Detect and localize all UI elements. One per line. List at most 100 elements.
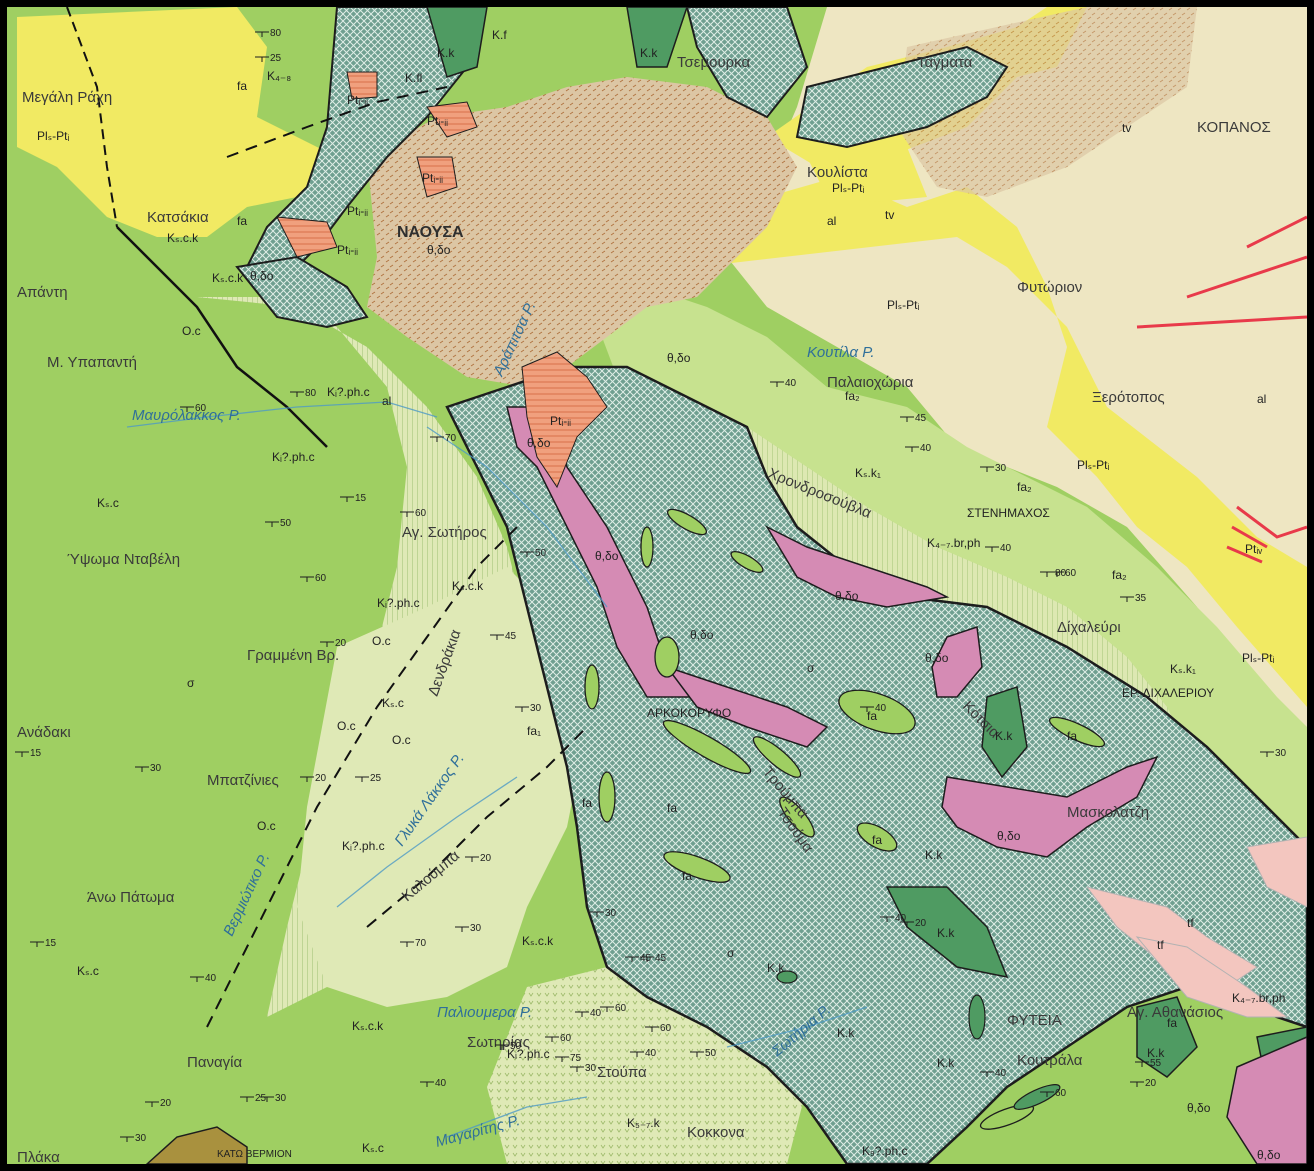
dip-tick: [255, 56, 269, 62]
dip-symbol: 80: [1040, 568, 1067, 579]
unit-oc-5: O.c: [257, 819, 276, 833]
dip-value: 20: [315, 773, 327, 784]
dip-value: 20: [335, 638, 347, 649]
unit-ks-ck-2: Kₛ.c.k: [167, 231, 199, 245]
map-canvas: Μεγάλη Ράχη ΝΑΟΥΣΑ ΚΟΠΑΝΟΣ Φυτώριον Ξερό…: [7, 7, 1307, 1164]
dip-tick: [15, 751, 29, 757]
dip-value: 40: [995, 1068, 1007, 1079]
dip-symbol: 60: [300, 573, 327, 584]
dip-symbol: 30: [455, 923, 482, 934]
unit-ks-c-3: Kₛ.c: [362, 1141, 384, 1155]
place-megali-rachi: Μεγάλη Ράχη: [22, 89, 112, 106]
unit-pt-iv: Ptᵢᵥ: [1245, 542, 1262, 556]
dip-tick: [240, 1096, 254, 1102]
place-agathonos: Αγ. Αθανάσιος: [1127, 1004, 1223, 1021]
dip-symbol: 45: [900, 413, 927, 424]
unit-kk-1: K.k: [437, 46, 455, 60]
place-ano-patoma: Άνω Πάτωμα: [87, 889, 175, 906]
dip-value: 60: [560, 1033, 572, 1044]
kk-lens-n2: [626, 7, 688, 68]
unit-theta-do-8: θ,δο: [997, 829, 1021, 843]
place-m-ypapanti: Μ. Υπαπαντή: [47, 354, 137, 371]
unit-theta-do-9: θ,δο: [1257, 1148, 1281, 1162]
place-fyteia: ΦΥΤΕΙΑ: [1007, 1012, 1062, 1029]
unit-fa-3: fa: [682, 869, 692, 883]
unit-kk-6: K.k: [1147, 1046, 1165, 1060]
place-xerotopos: Ξερότοπος: [1092, 389, 1165, 406]
dip-value: 45: [655, 953, 667, 964]
dip-value: 30: [585, 1063, 597, 1074]
dip-tick: [1120, 596, 1134, 602]
dip-tick: [300, 576, 314, 582]
dip-value: 40: [895, 913, 907, 924]
dip-value: 20: [480, 853, 492, 864]
unit-theta-do-3: θ,δο: [527, 436, 551, 450]
unit-kk-8: K.k: [937, 1056, 955, 1070]
dip-value: 80: [270, 28, 282, 39]
dip-symbol: 60: [645, 1023, 672, 1034]
unit-pls-pti-2: Plₛ-Ptᵢ: [832, 181, 864, 195]
gabbro-body-2: [765, 525, 950, 608]
dip-tick: [630, 1051, 644, 1057]
tuff-body-3: [1246, 836, 1307, 908]
pt-body-5: [416, 156, 458, 198]
dip-tick: [265, 521, 279, 527]
dip-symbol: 50: [690, 1048, 717, 1059]
dip-tick: [190, 976, 204, 982]
dip-tick: [430, 436, 444, 442]
unit-fa-8: fa: [582, 796, 592, 810]
dip-symbol: 50: [495, 1041, 522, 1052]
place-naousa: ΝΑΟΥΣΑ: [397, 224, 464, 241]
dip-tick: [575, 1011, 589, 1017]
unit-pls-pti-3: Plₛ-Ptᵢ: [887, 298, 919, 312]
dip-symbol: 70: [400, 938, 427, 949]
dip-symbol: 20: [300, 773, 327, 784]
dip-symbol: 45: [625, 953, 652, 964]
dip-value: 50: [280, 518, 292, 529]
place-kato-vermion: ΚΑΤΩ ΒΕΡΜΙΟΝ: [217, 1149, 292, 1160]
dip-tick: [980, 466, 994, 472]
fault-center: [206, 526, 518, 1028]
kk-lens-e: [981, 686, 1028, 779]
dip-value: 60: [660, 1023, 672, 1034]
gabbro-body-5: [931, 625, 983, 698]
unit-tv-1: tv: [1122, 121, 1131, 135]
dip-symbol: 40: [880, 913, 907, 924]
dip-symbol: 25: [355, 773, 382, 784]
dip-tick: [180, 406, 194, 412]
dip-value: 45: [640, 953, 652, 964]
red-structural-lines: [1136, 215, 1307, 564]
unit-ki-phc-4: Kᵢ?.ph.c: [342, 839, 385, 853]
dip-symbol: 30: [570, 1063, 597, 1074]
dip-symbol: 55: [1135, 1058, 1162, 1069]
dip-symbol: 40: [420, 1078, 447, 1089]
dip-value: 45: [505, 631, 517, 642]
unit-fa-9: fa: [237, 214, 247, 228]
unit-pt-iii-3: Ptᵢ-ᵢᵢ: [422, 171, 443, 185]
dip-symbol: 40: [630, 1048, 657, 1059]
dip-value: 40: [435, 1078, 447, 1089]
unit-ks-k1-1: Kₛ.k₁: [855, 466, 881, 480]
dip-symbol: 15: [30, 938, 57, 949]
dip-value: 25: [270, 53, 282, 64]
dip-symbols: 8025608070155060605040454030354020453060…: [15, 28, 1287, 1144]
dip-value: 60: [315, 573, 327, 584]
dip-symbol: 45: [640, 953, 667, 964]
unit-fa-4: fa: [872, 833, 882, 847]
dip-value: 70: [415, 938, 427, 949]
place-panagia: Παναγία: [187, 1054, 243, 1071]
unit-ks-ck-3: Kₛ.c.k: [452, 579, 484, 593]
dip-symbol: 30: [120, 1133, 147, 1144]
dip-value: 40: [590, 1008, 602, 1019]
dip-symbol: 15: [340, 493, 367, 504]
dip-tick: [300, 776, 314, 782]
unit-fa1: fa₁: [527, 724, 541, 738]
unit-fa-2: fa: [667, 801, 677, 815]
place-koulista: Κουλίστα: [807, 164, 868, 181]
fault-north: [226, 86, 448, 158]
dip-symbol: 30: [260, 1093, 287, 1104]
kk-lens-n1: [426, 7, 488, 78]
unit-fa-7: fa: [1167, 1016, 1177, 1030]
dip-value: 50: [535, 548, 547, 559]
